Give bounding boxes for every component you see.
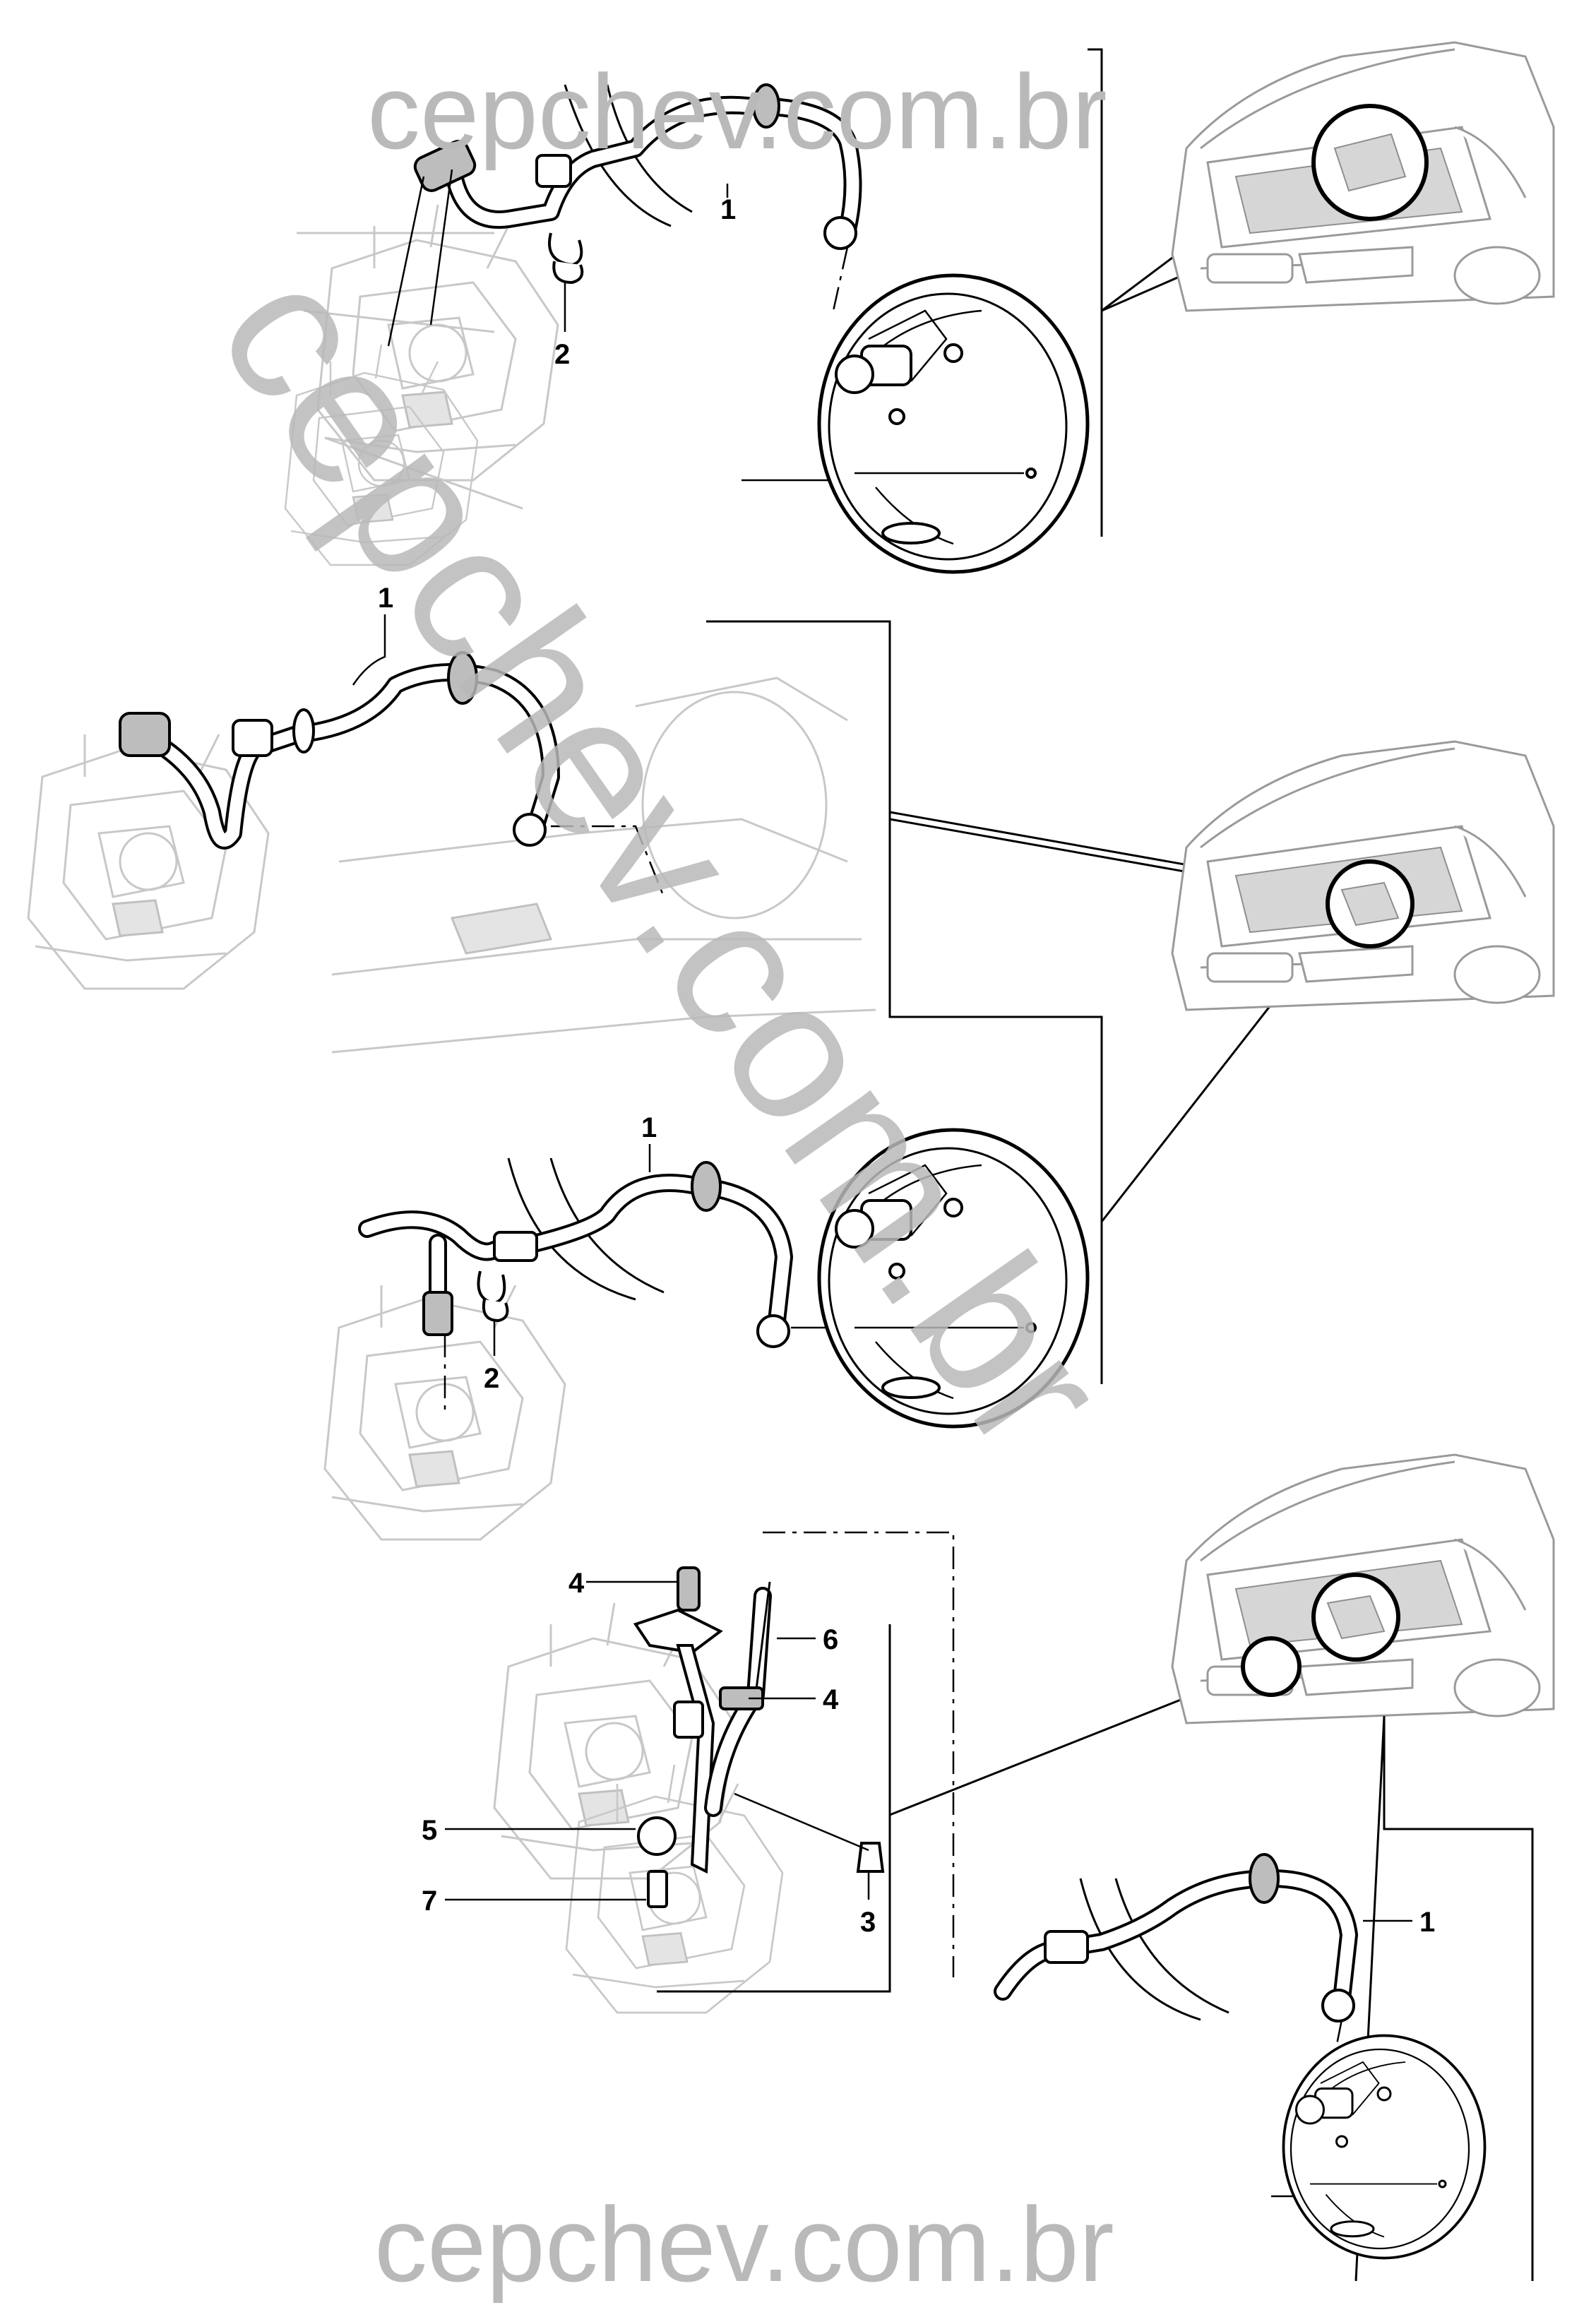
- frame-background-2: [331, 677, 876, 1054]
- panel-3: 1 2: [323, 1112, 1088, 1541]
- bracket-line-1: [1088, 48, 1103, 537]
- bracket-line-4: [657, 1624, 891, 1993]
- watermark-bottom: cepchev.com.br: [374, 2185, 1114, 2304]
- hose-clip-1: [548, 232, 584, 285]
- brake-booster-1: [819, 275, 1088, 572]
- callout-2-clip-3: 2: [484, 1363, 499, 1394]
- fender-edge-3: [507, 1157, 636, 1301]
- vehicle-view-2: [1171, 740, 1555, 1011]
- vacuum-hose-5: [994, 1853, 1358, 2023]
- callout-4-clip-mid: 4: [823, 1684, 839, 1715]
- hose-clip-bottom-4: [856, 1842, 885, 1873]
- callout-4-clip-top: 4: [568, 1568, 585, 1599]
- fender-edge-5b: [1114, 1878, 1229, 2014]
- panel-2: 1: [27, 583, 1555, 1384]
- vacuum-hose-2: [119, 651, 560, 850]
- fender-edge-1b: [606, 84, 693, 213]
- vacuum-hose-3: [358, 1161, 793, 1348]
- fender-edge-5: [1079, 1878, 1201, 2021]
- leader-lines-1: [387, 169, 453, 347]
- panel-1: 1 2: [284, 41, 1555, 572]
- callout-3-clip-bottom: 3: [860, 1907, 876, 1938]
- nut-4: [637, 1816, 677, 1856]
- fender-edge-3b: [549, 1157, 665, 1294]
- mount-bracket-4: [633, 1566, 723, 1874]
- vehicle-view-1: [1171, 41, 1555, 312]
- callout-1-hose-5: 1: [1419, 1907, 1435, 1938]
- bracket-line-2: [706, 620, 1103, 1384]
- brake-booster-5: [1282, 2034, 1487, 2260]
- callout-7-bolt: 7: [422, 1886, 437, 1917]
- vehicle-view-5: [1171, 1453, 1555, 1725]
- callout-2-clip: 2: [554, 339, 570, 370]
- dash-line-1: [832, 246, 849, 311]
- dash-line-2: [551, 825, 665, 898]
- bg-lines-1: [297, 232, 523, 510]
- dash-bracket-4: [763, 1531, 955, 1977]
- callout-1-hose-3: 1: [641, 1112, 657, 1143]
- bolt-4: [647, 1870, 668, 1908]
- hose-clip-3: [477, 1270, 509, 1323]
- pointer-line-4: [889, 1679, 1229, 1816]
- fender-edge-1: [564, 84, 672, 227]
- callout-1-hose: 1: [720, 194, 736, 225]
- dash-link-4: [734, 1792, 869, 1852]
- panel-4: 4 6 4 5 7 3: [422, 1531, 1229, 2014]
- vacuum-hose-1: [413, 83, 862, 250]
- panel-5: 1: [994, 1453, 1555, 2282]
- callout-6-hose: 6: [823, 1624, 838, 1655]
- bracket-line-5: [1383, 1716, 1534, 2281]
- callout-5-nut: 5: [422, 1815, 437, 1846]
- callout-leader-3: [352, 614, 386, 686]
- callout-1-hose-2: 1: [378, 583, 393, 614]
- watermark-top: cepchev.com.br: [367, 52, 1107, 171]
